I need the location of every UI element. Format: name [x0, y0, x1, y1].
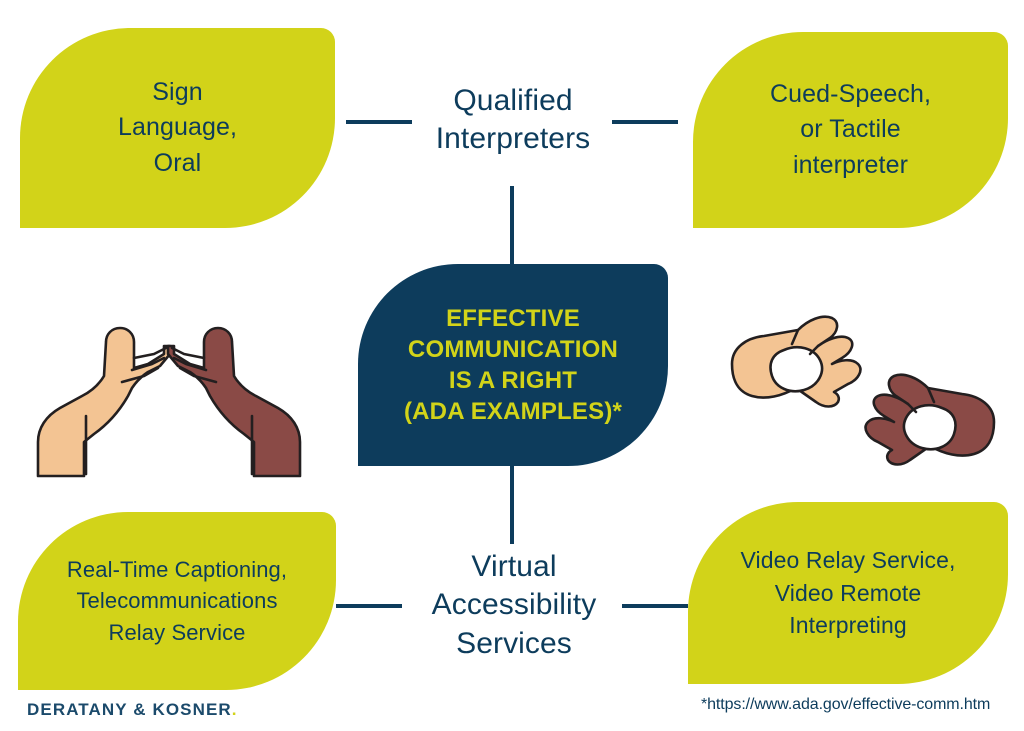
card-line: or Tactile [800, 115, 901, 144]
illustration-left [24, 306, 316, 478]
center-line: COMMUNICATION [407, 335, 619, 363]
center-line: EFFECTIVE [446, 304, 580, 332]
center-line: IS A RIGHT [448, 367, 578, 394]
brand-logo-deratany-kosner[interactable]: DERATANY & KOSNER. [27, 700, 238, 720]
card-sign-language-oral[interactable]: Sign Language, Oral [20, 28, 335, 228]
card-video-relay-remote[interactable]: Video Relay Service, Video Remote Interp… [688, 502, 1008, 684]
card-line: Sign [152, 77, 203, 106]
branch-label-qualified-interpreters: Qualified Interpreters [410, 82, 616, 159]
connector-center-top [510, 186, 514, 264]
connector-top-right [612, 120, 678, 124]
center-line: (ADA EXAMPLES)* [403, 398, 623, 426]
card-line: Relay Service [108, 619, 246, 645]
center-node-text: EFFECTIVE COMMUNICATION IS A RIGHT (ADA … [390, 303, 636, 428]
card-line: interpreter [792, 150, 909, 179]
connector-center-bottom [510, 466, 514, 544]
card-real-time-captioning[interactable]: Real-Time Captioning, Telecommunications… [18, 512, 336, 690]
card-line: Telecommunications [76, 588, 278, 614]
card-line: Language, [117, 113, 238, 142]
card-line: Cued-Speech, [769, 79, 932, 108]
connector-top-left [346, 120, 412, 124]
two-hands-ok-sign-icon [730, 315, 996, 466]
branch-line: Virtual [471, 550, 557, 583]
branch-line: Accessibility [431, 588, 597, 622]
branch-label-virtual-accessibility-services: Virtual Accessibility Services [402, 548, 626, 663]
connector-bottom-left [336, 604, 402, 608]
card-line: Video Remote [774, 579, 922, 606]
connector-bottom-right [622, 604, 688, 608]
illustration-right [722, 304, 1008, 480]
footnote-source-url[interactable]: *https://www.ada.gov/effective-comm.htm [701, 696, 991, 713]
card-video-relay-remote-text: Video Relay Service, Video Remote Interp… [726, 544, 969, 642]
card-line: Oral [153, 148, 202, 177]
branch-line: Interpreters [435, 122, 591, 156]
card-line: Interpreting [789, 612, 907, 639]
card-cued-speech-tactile-text: Cued-Speech, or Tactile interpreter [756, 77, 945, 184]
center-node-effective-communication[interactable]: EFFECTIVE COMMUNICATION IS A RIGHT (ADA … [358, 264, 668, 466]
card-sign-language-oral-text: Sign Language, Oral [104, 75, 251, 182]
card-line: Real-Time Captioning, [66, 557, 288, 583]
brand-logo-dot: . [231, 700, 238, 719]
card-line: Video Relay Service, [740, 547, 956, 574]
brand-logo-name: DERATANY & KOSNER [27, 700, 232, 719]
branch-line: Services [456, 626, 572, 660]
branch-line: Qualified [453, 84, 573, 117]
card-cued-speech-tactile[interactable]: Cued-Speech, or Tactile interpreter [693, 32, 1008, 228]
two-hands-fingertips-touching-icon [36, 326, 302, 478]
card-real-time-captioning-text: Real-Time Captioning, Telecommunications… [53, 554, 301, 648]
